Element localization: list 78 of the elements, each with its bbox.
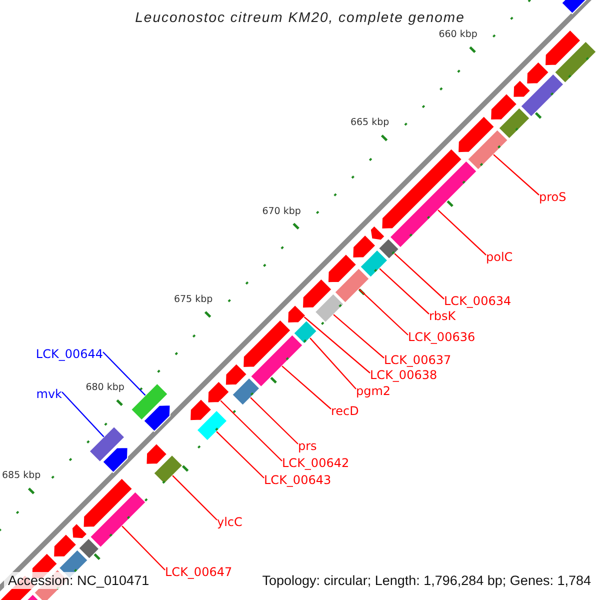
leader-line xyxy=(122,526,166,570)
gene-feature xyxy=(381,148,463,230)
leader-line xyxy=(172,475,218,520)
gene-block xyxy=(196,410,228,442)
gene-feature xyxy=(224,362,248,386)
gene-label: proS xyxy=(539,190,566,204)
gene-feature xyxy=(143,404,171,432)
leader-line xyxy=(282,366,332,410)
gene-feature xyxy=(526,61,550,84)
gene-block xyxy=(89,490,147,548)
gene-label: LCK_00643 xyxy=(264,473,332,487)
gene-block xyxy=(498,106,531,140)
genome-summary: Topology: circular; Length: 1,796,284 bp; Genes: 1,784 xyxy=(262,572,591,589)
scale-label: 660 kbp xyxy=(438,29,478,42)
gene-label: prs xyxy=(298,439,317,453)
gene-feature xyxy=(544,29,582,66)
gene-label: LCK_00636 xyxy=(408,330,476,344)
leader-line xyxy=(250,397,298,444)
gene-block xyxy=(554,40,597,84)
gene-block xyxy=(231,377,260,406)
leader-line xyxy=(379,268,430,314)
gene-feature xyxy=(302,278,333,309)
gene-label: ylcC xyxy=(217,515,242,529)
gene-block xyxy=(88,426,126,463)
leader-line xyxy=(333,314,384,358)
gene-label: LCK_00638 xyxy=(370,368,438,382)
gene-block xyxy=(359,249,388,278)
gene-block xyxy=(78,538,100,560)
gene-feature xyxy=(190,398,212,422)
gene-label: LCK_00642 xyxy=(282,456,350,470)
gene-feature xyxy=(71,522,88,540)
gene-feature xyxy=(352,234,376,258)
gene-block xyxy=(334,267,370,304)
gene-label: recD xyxy=(331,404,359,418)
gene-label: rbsK xyxy=(429,309,456,323)
gene-feature xyxy=(102,446,128,474)
gene-block xyxy=(466,128,509,171)
gene-block xyxy=(152,454,184,485)
gene-label: LCK_00637 xyxy=(384,353,452,367)
gene-block xyxy=(250,334,304,388)
scale-label: 685 kbp xyxy=(2,470,42,482)
leader-line xyxy=(62,392,104,438)
gene-feature xyxy=(242,319,292,368)
scale-label: 675 kbp xyxy=(172,294,214,306)
gene-label: mvk xyxy=(36,387,62,401)
leader-line xyxy=(358,288,408,336)
gene-block xyxy=(314,292,345,324)
leader-line xyxy=(394,253,444,300)
gene-feature xyxy=(458,115,496,154)
gene-block xyxy=(389,160,478,248)
gene-feature xyxy=(370,225,386,241)
leader-line xyxy=(102,352,146,396)
gene-feature xyxy=(82,478,134,528)
gene-feature xyxy=(146,442,168,465)
gene-feature xyxy=(512,79,532,98)
leader-line xyxy=(304,316,370,374)
scale-label: 680 kbp xyxy=(84,382,126,394)
gene-feature xyxy=(327,253,358,284)
leader-line xyxy=(310,338,356,390)
title: Leuconostoc citreum KM20, complete genome xyxy=(134,9,466,25)
leader-line xyxy=(216,431,264,478)
leader-line xyxy=(438,210,486,256)
gene-block xyxy=(520,73,564,118)
gene-block xyxy=(292,320,318,345)
leader-line xyxy=(220,400,282,462)
gene-label: polC xyxy=(486,250,513,264)
gene-block xyxy=(130,382,168,421)
gene-label: LCK_00634 xyxy=(444,294,512,308)
gene-label: LCK_00644 xyxy=(36,347,103,361)
gene-feature xyxy=(287,304,306,324)
gene-label: pgm2 xyxy=(356,384,391,398)
gene-feature xyxy=(207,380,230,404)
scale-label: 670 kbp xyxy=(261,206,302,218)
gene-label: LCK_00647 xyxy=(165,565,232,579)
leader-line xyxy=(493,154,540,196)
gene-block xyxy=(378,238,400,260)
gene-feature xyxy=(53,533,78,558)
scale-label: 665 kbp xyxy=(349,117,390,130)
